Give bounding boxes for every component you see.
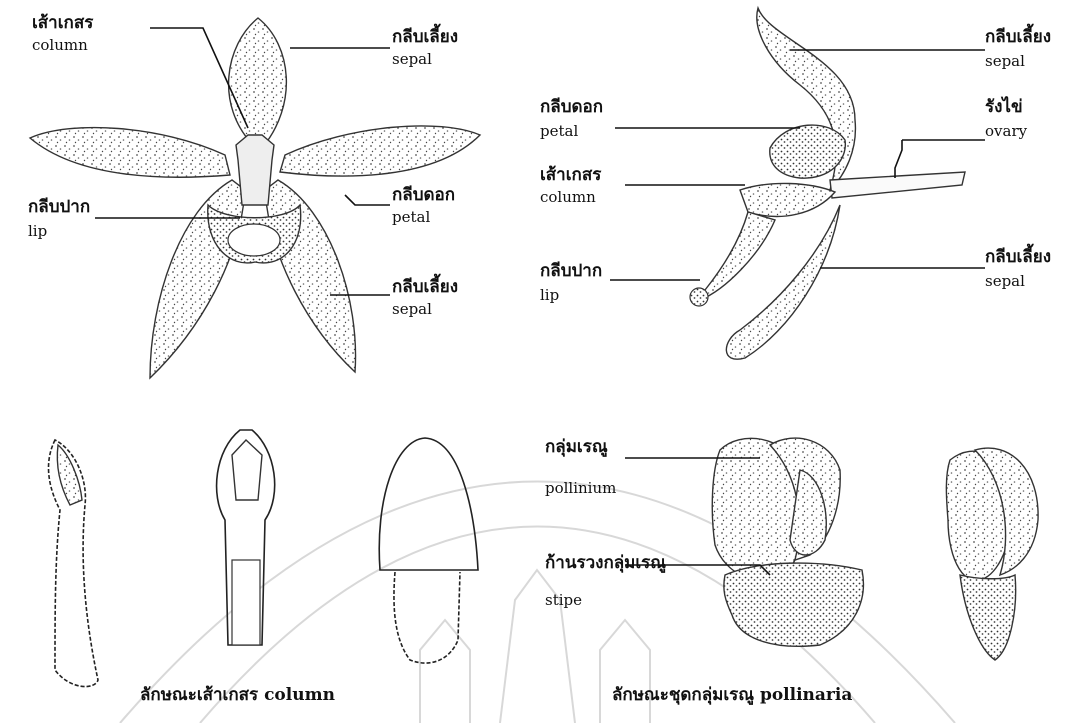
label-petal-en: petal [392,208,430,226]
dorsal-sepal-shape [229,18,287,148]
right-sepal-shape [265,180,356,372]
side-label-lip-en: lip [540,286,559,304]
caption-column: ลักษณะเส้าเกสร column [140,685,335,705]
label-stipe-th: ก้านรวงกลุ่มเรณู [545,553,666,574]
side-label-lip-th: กลีบปาก [540,260,602,281]
side-label-sepal-bottom-th: กลีบเลี้ยง [985,243,1051,267]
ovary-shape [830,172,965,198]
label-column-th: เส้าเกสร [32,13,94,33]
side-label-sepal-top-en: sepal [985,52,1025,70]
side-label-column-th: เส้าเกสร [540,165,602,185]
label-sepal-bottom-th: กลีบเลี้ยง [392,273,458,297]
label-pollinium-th: กลุ่มเรณู [545,437,608,458]
label-lip-en: lip [28,222,47,240]
column-shape [236,135,274,205]
pollinaria-main [712,438,863,646]
column-side-view [49,440,98,687]
side-label-ovary-th: รังไข่ [985,96,1023,117]
label-sepal-top-th: กลีบเลี้ยง [392,23,458,47]
label-sepal-top-en: sepal [392,50,432,68]
left-petal-shape [30,128,230,178]
side-label-sepal-bottom-en: sepal [985,272,1025,290]
column-front-view [217,430,275,645]
label-pollinium-en: pollinium [545,479,616,497]
side-column-shape [740,183,835,216]
label-petal-th: กลีบดอก [392,184,455,205]
label-sepal-bottom-en: sepal [392,300,432,318]
column-anther-cap [379,438,478,663]
side-label-petal-th: กลีบดอก [540,96,603,117]
pollinaria-side [946,448,1038,660]
side-label-sepal-top-th: กลีบเลี้ยง [985,23,1051,47]
label-lip-th: กลีบปาก [28,196,90,217]
side-label-ovary-en: ovary [985,122,1028,140]
left-sepal-shape [150,180,245,378]
side-label-column-en: column [540,188,596,206]
label-stipe-en: stipe [545,591,582,609]
orchid-side-view [690,8,965,359]
caption-pollinaria: ลักษณะชุดกลุ่มเรณู pollinaria [612,685,852,706]
label-column-en: column [32,36,88,54]
side-lip-shape [700,212,775,300]
side-label-petal-en: petal [540,122,578,140]
right-petal-shape [280,126,480,176]
